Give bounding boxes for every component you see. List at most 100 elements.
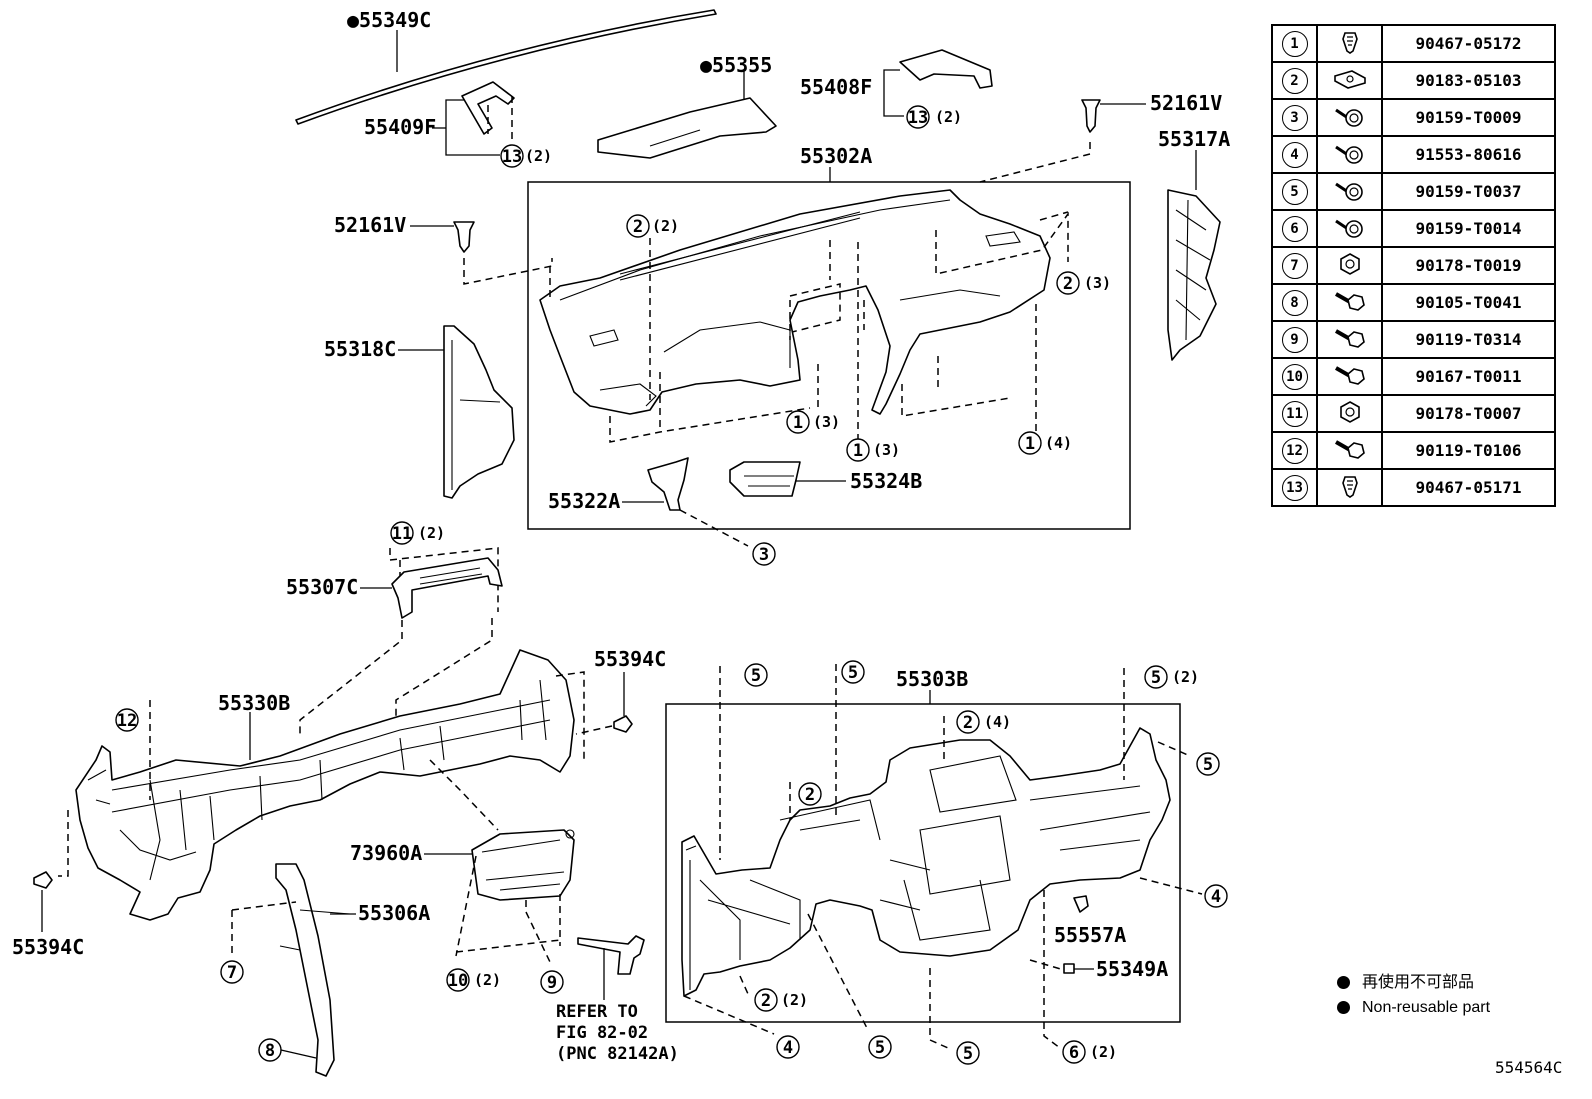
callout-11[interactable]: 11 (2) — [390, 521, 445, 545]
callout-2b[interactable]: 2 (3) — [1056, 271, 1111, 295]
label-73960A[interactable]: 73960A — [350, 841, 422, 865]
legend-number: 5 — [1281, 178, 1308, 205]
non-reusable-legend: 再使用不可部品 Non-reusable part — [1337, 970, 1490, 1020]
bolt-icon — [1316, 431, 1383, 470]
label-55306A[interactable]: 55306A — [358, 901, 430, 925]
legend-row: 9 90119-T0314 — [1271, 320, 1556, 359]
legend-part-number[interactable]: 90178-T0019 — [1381, 246, 1556, 285]
label-55409F[interactable]: 55409F — [364, 115, 436, 139]
legend-part-number[interactable]: 90119-T0106 — [1381, 431, 1556, 470]
svg-text:(2): (2) — [1090, 1043, 1117, 1061]
legend-part-number[interactable]: 90467-05171 — [1381, 468, 1556, 507]
callout-5a[interactable]: 5 — [744, 663, 768, 687]
callout-5f[interactable]: 5 — [956, 1041, 980, 1065]
legend-number: 12 — [1281, 437, 1308, 464]
label-55307C[interactable]: 55307C — [286, 575, 358, 599]
callout-1c[interactable]: 1 (4) — [1018, 431, 1072, 455]
label-52161V-left[interactable]: 52161V — [334, 213, 406, 237]
legend-part-number[interactable]: 90167-T0011 — [1381, 357, 1556, 396]
callout-2c[interactable]: 2 (4) — [956, 710, 1011, 734]
box-55324B — [729, 461, 801, 497]
callout-5d[interactable]: 5 — [1196, 752, 1220, 776]
bracket-55322A — [647, 457, 689, 511]
bullet-icon — [1337, 1001, 1350, 1014]
label-55303B[interactable]: 55303B — [896, 667, 968, 691]
screw-icon — [1316, 98, 1383, 137]
legend-part-number[interactable]: 90467-05172 — [1381, 24, 1556, 63]
callout-3[interactable]: 3 — [752, 542, 776, 566]
svg-text:(3): (3) — [1084, 274, 1111, 292]
callout-7[interactable]: 7 — [220, 960, 244, 984]
legend-part-number[interactable]: 90183-05103 — [1381, 61, 1556, 100]
label-55408F[interactable]: 55408F — [800, 75, 872, 99]
callout-4b[interactable]: 4 — [776, 1035, 800, 1059]
refer-note: REFER TO FIG 82-02 (PNC 82142A) — [556, 1002, 679, 1065]
screw-icon — [1316, 135, 1383, 174]
nut-icon — [1316, 394, 1383, 433]
svg-text:13: 13 — [502, 147, 522, 167]
legend-part-number[interactable]: 90159-T0009 — [1381, 98, 1556, 137]
label-55394C-right[interactable]: 55394C — [594, 647, 666, 671]
callout-2a[interactable]: 2 (2) — [626, 214, 679, 238]
callout-13a[interactable]: 13 (2) — [500, 144, 552, 168]
clip-icon — [1316, 468, 1383, 507]
svg-text:(2): (2) — [652, 217, 679, 235]
label-55349A[interactable]: 55349A — [1096, 957, 1168, 981]
svg-text:5: 5 — [1203, 755, 1213, 775]
legend-number: 9 — [1281, 326, 1308, 353]
bracket-55409F — [461, 81, 515, 135]
pad-55349A — [1063, 963, 1075, 974]
legend-part-number[interactable]: 90178-T0007 — [1381, 394, 1556, 433]
refer-line-2[interactable]: FIG 82-02 — [556, 1023, 649, 1043]
callout-2e[interactable]: 2 (2) — [754, 988, 808, 1012]
svg-text:5: 5 — [963, 1044, 973, 1064]
callout-2d[interactable]: 2 — [798, 782, 822, 806]
legend-number: 1 — [1281, 30, 1308, 57]
label-55324B[interactable]: 55324B — [850, 469, 922, 493]
label-55317A[interactable]: 55317A — [1158, 127, 1230, 151]
reinforcement-55330B — [75, 649, 575, 921]
svg-text:(2): (2) — [935, 108, 962, 126]
svg-text:12: 12 — [117, 711, 137, 731]
label-55394C-left[interactable]: 55394C — [12, 935, 84, 959]
legend-part-number[interactable]: 91553-80616 — [1381, 135, 1556, 174]
label-55302A[interactable]: 55302A — [800, 144, 872, 168]
callout-1a[interactable]: 1 (3) — [786, 410, 840, 434]
callout-1b[interactable]: 1 (3) — [846, 438, 900, 462]
callout-5e[interactable]: 5 — [868, 1035, 892, 1059]
legend-part-number[interactable]: 90159-T0037 — [1381, 172, 1556, 211]
svg-text:5: 5 — [751, 666, 761, 686]
svg-text:6: 6 — [1069, 1043, 1079, 1063]
callout-8[interactable]: 8 — [258, 1038, 282, 1062]
callout-10[interactable]: 10 (2) — [446, 968, 501, 992]
callout-12[interactable]: 12 — [115, 708, 139, 732]
legend-part-number[interactable]: 90119-T0314 — [1381, 320, 1556, 359]
label-55349C[interactable]: ●55349C — [347, 8, 431, 32]
callout-5c[interactable]: 5 (2) — [1144, 665, 1199, 689]
legend-row: 7 90178-T0019 — [1271, 246, 1556, 285]
callout-6[interactable]: 6 (2) — [1062, 1040, 1117, 1064]
label-55322A[interactable]: 55322A — [548, 489, 620, 513]
panel-55317A — [1167, 189, 1221, 361]
label-55355[interactable]: ●55355 — [700, 53, 772, 77]
svg-text:5: 5 — [1151, 668, 1161, 688]
bolt-icon — [1316, 320, 1383, 359]
label-55330B[interactable]: 55330B — [218, 691, 290, 715]
legend-number: 11 — [1281, 400, 1308, 427]
legend-part-number[interactable]: 90105-T0041 — [1381, 283, 1556, 322]
callout-5b[interactable]: 5 — [841, 660, 865, 684]
bullet-icon — [1337, 976, 1350, 989]
label-55318C[interactable]: 55318C — [324, 337, 396, 361]
legend-part-number[interactable]: 90159-T0014 — [1381, 209, 1556, 248]
legend-number: 7 — [1281, 252, 1308, 279]
callout-13b[interactable]: 13 (2) — [906, 105, 962, 129]
callout-9[interactable]: 9 — [540, 970, 564, 994]
callout-4a[interactable]: 4 — [1204, 884, 1228, 908]
svg-text:2: 2 — [761, 991, 771, 1011]
brace-55306A — [275, 863, 335, 1077]
svg-text:11: 11 — [392, 524, 412, 544]
label-52161V-right[interactable]: 52161V — [1150, 91, 1222, 115]
label-55557A[interactable]: 55557A — [1054, 923, 1126, 947]
bolt-55394C-right — [613, 715, 633, 733]
